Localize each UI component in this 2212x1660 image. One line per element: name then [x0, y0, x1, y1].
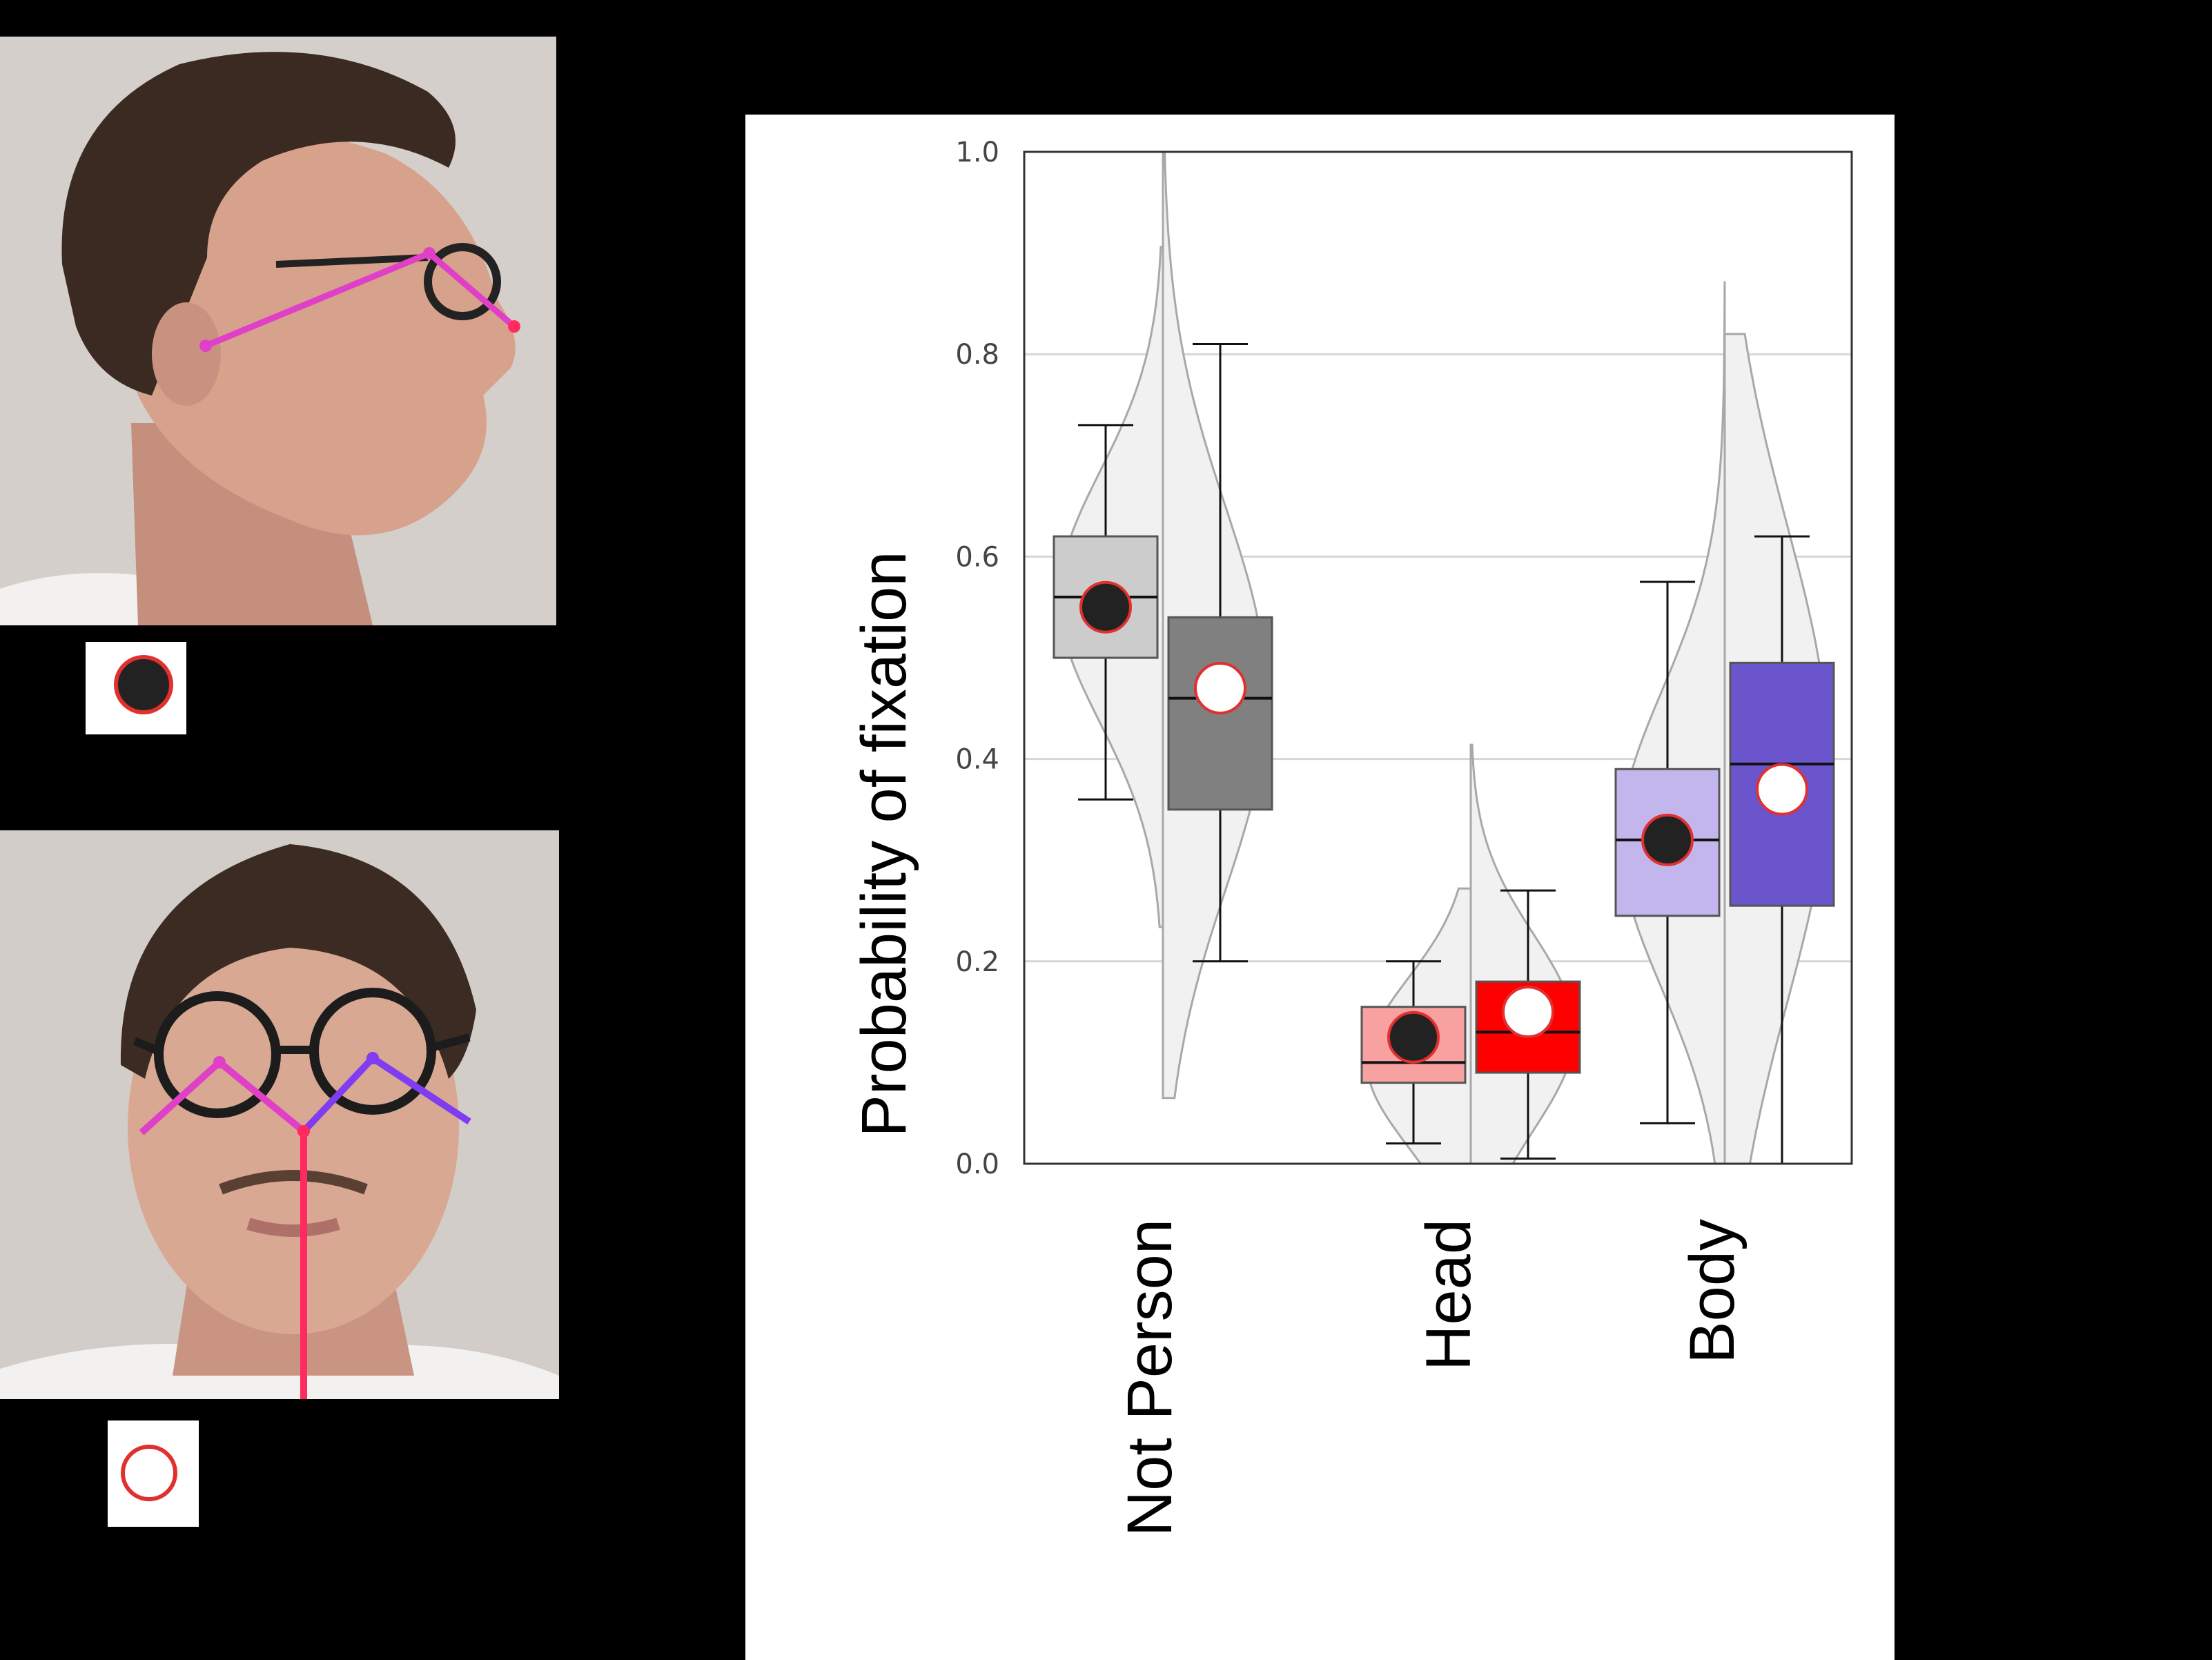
legend-open-marker: [108, 1420, 199, 1527]
legend-filled-marker: [86, 642, 186, 734]
violin-half: [1469, 743, 1576, 1165]
mean-marker: [1502, 986, 1554, 1039]
y-tick-label: 1.0: [955, 137, 999, 168]
category-label: Not Person: [1115, 1219, 1185, 1536]
mean-marker: [1194, 661, 1246, 714]
pose-keypoint: [366, 1052, 379, 1064]
y-tick-label: 0.8: [955, 339, 999, 371]
pose-keypoint: [213, 1056, 226, 1068]
profile-face-photo: [0, 37, 556, 625]
pose-keypoint: [423, 247, 435, 260]
pose-keypoint: [297, 1125, 310, 1137]
category-label: Body: [1677, 1219, 1748, 1364]
pose-keypoint: [508, 320, 520, 333]
mean-marker: [1756, 763, 1808, 816]
filled-circle-icon: [114, 655, 173, 714]
mean-marker: [1079, 580, 1132, 634]
y-axis-label: Probability of fixation: [849, 551, 919, 1137]
open-circle-icon: [121, 1445, 177, 1501]
pose-keypoint: [199, 340, 212, 352]
category-label: Head: [1413, 1219, 1484, 1371]
y-tick-label: 0.2: [955, 946, 999, 978]
mean-marker: [1387, 1010, 1440, 1064]
plot-frame: [1023, 150, 1853, 1165]
y-tick-label: 0.6: [955, 541, 999, 573]
violin-half: [1620, 281, 1726, 1165]
frontal-face-photo: [0, 830, 559, 1399]
mean-marker: [1641, 813, 1694, 866]
y-tick-label: 0.0: [955, 1149, 999, 1180]
y-tick-label: 0.4: [955, 744, 999, 776]
